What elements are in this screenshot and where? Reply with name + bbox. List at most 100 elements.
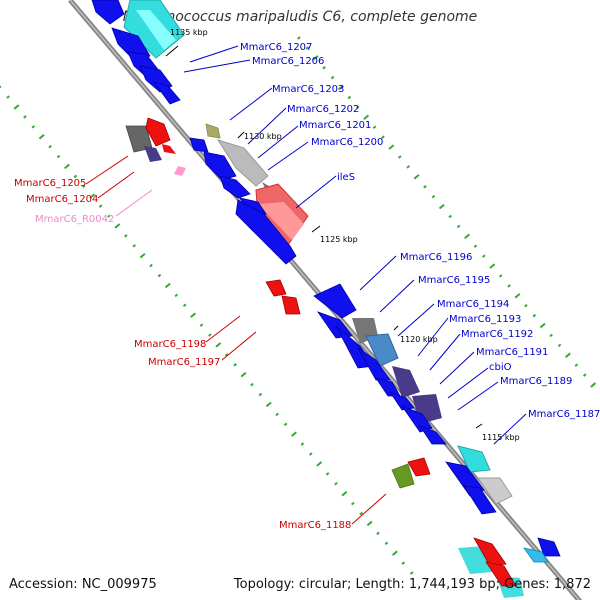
gc-dot (297, 36, 301, 40)
gc-dot (341, 490, 348, 497)
gc-dot (23, 115, 27, 119)
gc-dot (174, 293, 179, 298)
gc-dot (149, 263, 153, 268)
gc-dot (291, 431, 297, 437)
gc-dot (114, 223, 121, 229)
gc-dot (590, 382, 597, 388)
gene-label[interactable]: MmarC6_R0042 (35, 214, 114, 225)
gc-dot (406, 165, 410, 169)
gc-dot (250, 382, 254, 387)
gc-dot (532, 313, 537, 318)
gc-dot (132, 244, 137, 248)
gc-dot (456, 224, 461, 229)
gene-label[interactable]: MmarC6_1201 (299, 120, 371, 131)
gene-label[interactable]: cbiO (489, 362, 512, 373)
gc-dot (489, 263, 496, 269)
gc-dot (124, 234, 128, 238)
gene-label[interactable]: MmarC6_1203 (272, 84, 344, 95)
gene-label[interactable]: MmarC6_1207 (240, 42, 312, 53)
map-title: Methanococcus maripaludis C6, complete g… (122, 9, 478, 25)
gc-dot (409, 571, 414, 575)
tick-label: 1120 kbp (400, 335, 438, 344)
gene-label[interactable]: MmarC6_1194 (437, 299, 509, 310)
gc-dot (464, 233, 470, 239)
gc-dot (48, 144, 52, 149)
gc-dot (107, 214, 111, 218)
gc-dot (376, 531, 380, 536)
gc-content-track (0, 36, 600, 575)
reverse-cds-track (125, 117, 517, 587)
gc-dot (337, 84, 344, 91)
gc-dot (372, 125, 377, 129)
gc-dot (438, 203, 445, 210)
gc-dot (401, 561, 406, 565)
gc-dot (233, 363, 237, 367)
gc-dot (208, 333, 212, 337)
gc-dot (448, 214, 453, 219)
gc-dot (514, 293, 521, 299)
gc-dot (381, 135, 385, 139)
gene-label[interactable]: MmarC6_1204 (26, 194, 98, 205)
gc-dot (240, 371, 247, 378)
gc-dot (351, 501, 355, 506)
gene-label[interactable]: MmarC6_1205 (14, 178, 86, 189)
gc-dot (423, 184, 427, 189)
gc-dot (89, 193, 96, 199)
gc-dot (359, 511, 364, 516)
gc-dot (366, 520, 373, 527)
gc-dot (507, 284, 511, 288)
gc-dot (498, 274, 503, 278)
gc-dot (363, 114, 370, 121)
gc-dot (31, 125, 36, 129)
gc-dot (388, 144, 395, 150)
gc-dot (38, 134, 45, 140)
gene-label[interactable]: MmarC6_1191 (476, 347, 548, 358)
gene-label[interactable]: MmarC6_1200 (311, 137, 383, 148)
gc-dot (98, 204, 103, 208)
gc-dot (265, 401, 272, 408)
gc-dot (330, 75, 335, 80)
gc-dot (397, 155, 402, 159)
gc-dot (164, 282, 171, 289)
gc-dot (215, 342, 222, 348)
gc-dot (482, 254, 486, 258)
gene-label[interactable]: MmarC6_1195 (418, 275, 490, 286)
gc-dot (199, 323, 204, 327)
gene-label[interactable]: MmarC6_1197 (148, 357, 220, 368)
gc-dot (56, 154, 61, 159)
gc-dot (81, 184, 86, 189)
gene-labels: MmarC6_1207 MmarC6_1206 MmarC6_1203 Mmar… (14, 42, 600, 531)
gc-dot (524, 303, 528, 308)
gc-dot (473, 244, 478, 248)
gc-dot (6, 95, 10, 99)
gene-label[interactable]: MmarC6_1198 (134, 339, 206, 350)
gene-label[interactable]: MmarC6_1187 (528, 409, 600, 420)
gc-dot (384, 541, 389, 545)
gene-label[interactable]: MmarC6_1202 (287, 104, 359, 115)
gc-dot (224, 353, 229, 357)
gene-label[interactable]: MmarC6_1188 (279, 520, 351, 531)
gc-dot (557, 343, 562, 348)
gene-label[interactable]: MmarC6_1206 (252, 56, 324, 67)
gc-dot (300, 442, 305, 446)
gene-label[interactable]: MmarC6_1189 (500, 376, 572, 387)
gc-dot (64, 163, 70, 170)
gc-dot (283, 422, 288, 427)
topology-label: Topology: circular; Length: 1,744,193 bp… (233, 577, 591, 592)
gc-dot (190, 312, 197, 318)
gene-label[interactable]: MmarC6_1192 (461, 329, 533, 340)
gc-dot (316, 461, 323, 467)
gc-dot (312, 55, 319, 61)
gc-dot (275, 412, 279, 417)
gene-label[interactable]: MmarC6_1193 (449, 314, 521, 325)
gc-dot (334, 482, 338, 486)
label-leaders (85, 45, 527, 525)
gc-dot (182, 303, 187, 308)
gc-dot (413, 174, 420, 180)
gc-dot (258, 392, 263, 397)
accession-label: Accession: NC_009975 (9, 577, 157, 592)
gene-label[interactable]: MmarC6_1196 (400, 252, 472, 263)
gene-label[interactable]: ileS (337, 172, 355, 183)
tick-label: 1125 kbp (320, 235, 358, 244)
